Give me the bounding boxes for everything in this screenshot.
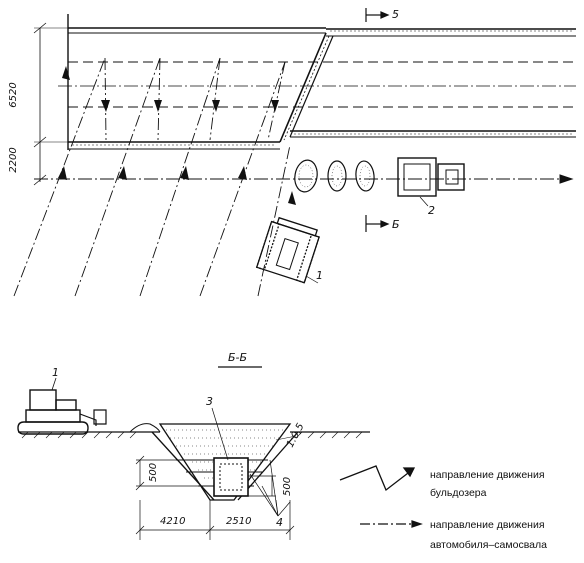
dim-width-main: 6520: [8, 82, 19, 107]
pipe-label: 3: [206, 395, 213, 408]
dim-width-lower: 2200: [8, 147, 19, 172]
legend: направление движения бульдозера направле…: [339, 465, 547, 551]
dim-base-left: 4210: [160, 516, 185, 527]
dump-truck-plan: [397, 157, 465, 197]
legend-truck-line1: направление движения: [430, 519, 545, 531]
section-title: Б-Б: [228, 351, 247, 364]
bulldozer-plan: [255, 216, 320, 284]
earth-piles: [294, 159, 375, 193]
legend-truck-symbol: [360, 520, 423, 528]
dim-base-mid: 2510: [226, 516, 251, 527]
section-mark-bottom-label: Б: [392, 218, 400, 231]
bulldozer-side: [17, 389, 107, 435]
section-mark-bottom: [365, 215, 390, 232]
plan-view: [13, 8, 576, 297]
bulldozer-side-label: 1: [52, 366, 59, 379]
legend-truck-line2: автомобиля–самосвала: [430, 539, 547, 551]
section-view: [17, 377, 370, 540]
legend-bulldozer-symbol: [339, 465, 416, 492]
section-mark-top-label: 5: [392, 8, 399, 21]
layers-label: 4: [276, 516, 283, 529]
bulldozer-path-arrows: [58, 66, 296, 205]
legend-bulldozer-line2: бульдозера: [430, 487, 487, 499]
bulldozer-paths: [13, 57, 291, 297]
bulldozer-plan-label: 1: [316, 269, 323, 282]
truck-plan-label: 2: [428, 204, 435, 217]
legend-bulldozer-line1: направление движения: [430, 469, 545, 481]
section-mark-top: [365, 8, 390, 22]
dim-height-right: 500: [282, 477, 293, 496]
dim-height-left: 500: [148, 463, 159, 482]
